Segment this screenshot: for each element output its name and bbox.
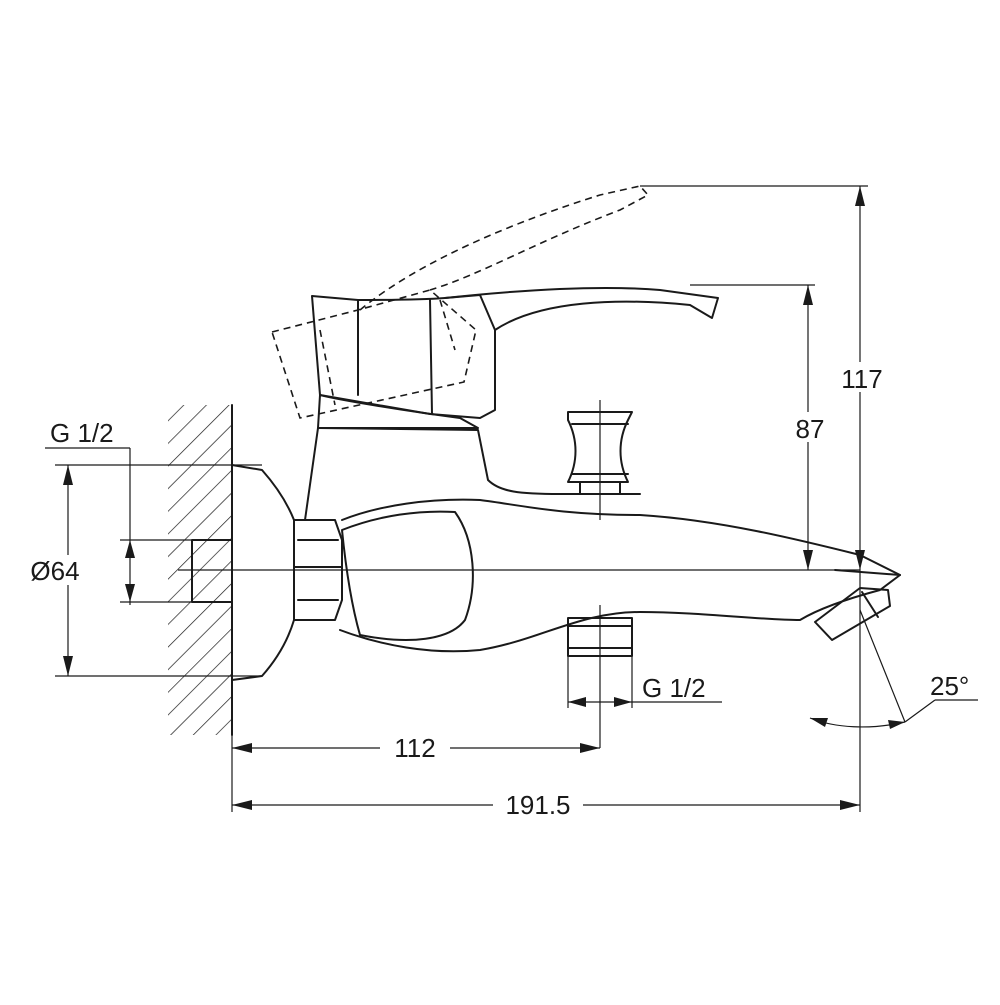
body-neck-left bbox=[304, 427, 319, 521]
wall-flange bbox=[231, 464, 295, 681]
arrow-left bbox=[568, 697, 586, 707]
hex-nut bbox=[293, 519, 343, 621]
aerator-edge bbox=[861, 591, 879, 618]
dim-label-flange-diameter: Ø64 bbox=[30, 556, 79, 586]
dim-outlet-thread: G 1/2 bbox=[567, 656, 722, 708]
arrow-bottom bbox=[63, 656, 73, 676]
aerator bbox=[814, 587, 891, 641]
leader-line bbox=[904, 699, 936, 723]
dim-inlet-thread: G 1/2 bbox=[45, 418, 192, 605]
dim-total-height: 117 bbox=[640, 185, 888, 570]
arrow-bottom bbox=[855, 550, 865, 570]
dim-label-wall-to-outlet: 112 bbox=[394, 733, 435, 763]
body-outline bbox=[339, 498, 901, 653]
arrow-right bbox=[580, 743, 600, 753]
handle-assembly bbox=[311, 287, 719, 429]
arrow-bottom bbox=[125, 584, 135, 602]
lever bbox=[444, 287, 719, 331]
dim-flange-diameter: Ø64 bbox=[20, 464, 262, 677]
lever-open-position bbox=[270, 185, 650, 419]
dim-label-total-length: 191.5 bbox=[505, 790, 570, 820]
handle-hub bbox=[311, 294, 496, 419]
dashed-lever bbox=[359, 185, 650, 311]
dim-handle-height: 87 bbox=[690, 284, 830, 570]
arrow-top bbox=[855, 186, 865, 206]
dim-label-handle-height: 87 bbox=[796, 414, 825, 444]
dim-label-outlet-thread: G 1/2 bbox=[642, 673, 706, 703]
arrow-top bbox=[125, 540, 135, 558]
dim-label-inlet-thread: G 1/2 bbox=[50, 418, 114, 448]
arrow-top bbox=[63, 465, 73, 485]
arrow-right bbox=[888, 720, 905, 729]
dim-label-spout-angle: 25° bbox=[930, 671, 969, 701]
faucet-body bbox=[304, 427, 901, 653]
center-lines bbox=[178, 400, 860, 748]
arrow-left bbox=[810, 718, 828, 727]
dim-wall-to-outlet: 112 bbox=[232, 732, 600, 763]
cartridge-base bbox=[317, 394, 479, 429]
dim-total-length: 191.5 bbox=[231, 570, 861, 820]
arrow-left bbox=[232, 743, 252, 753]
body-neck-top bbox=[317, 427, 641, 495]
dim-label-total-height: 117 bbox=[841, 364, 882, 394]
body-lobe bbox=[341, 510, 474, 641]
arrow-top bbox=[803, 285, 813, 305]
inlet-pipe bbox=[191, 539, 233, 603]
dashed-edge bbox=[439, 299, 456, 351]
angle-line bbox=[859, 609, 906, 723]
dashed-edge bbox=[319, 329, 336, 406]
arrow-right bbox=[840, 800, 860, 810]
arrow-bottom bbox=[803, 550, 813, 570]
spout-tip bbox=[834, 569, 901, 576]
dashed-handle-hub bbox=[270, 289, 477, 419]
diverter-cap bbox=[567, 411, 633, 483]
arrow-left bbox=[232, 800, 252, 810]
handle-hub-edge bbox=[429, 299, 433, 415]
dim-spout-angle: 25° bbox=[809, 609, 978, 729]
inlet-connection bbox=[191, 464, 343, 681]
arrow-right bbox=[614, 697, 632, 707]
